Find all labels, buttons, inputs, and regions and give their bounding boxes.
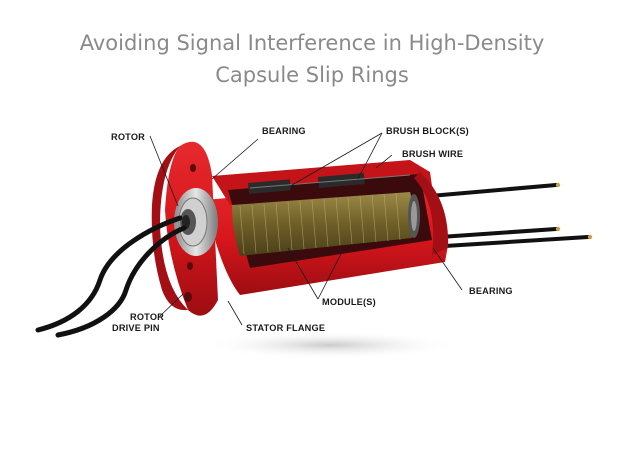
rotor-hub xyxy=(174,188,218,256)
diagram-title-line-2: Capsule Slip Rings xyxy=(215,63,409,87)
label-brush-wire: BRUSH WIRE xyxy=(402,149,463,159)
label-rotor: ROTOR xyxy=(111,132,145,142)
label-rotor-drive-pin-line1: ROTOR xyxy=(130,312,164,322)
label-stator-flange: STATOR FLANGE xyxy=(246,323,325,333)
label-bearing-top: BEARING xyxy=(262,126,306,136)
diagram-title-line-1: Avoiding Signal Interference in High-Den… xyxy=(79,31,545,55)
output-wires xyxy=(428,182,593,248)
leader-lines xyxy=(149,132,463,326)
label-modules: MODULE(S) xyxy=(322,297,376,307)
label-rotor-drive-pin-line2: DRIVE PIN xyxy=(112,323,160,333)
floor-shadow xyxy=(200,331,460,359)
label-brush-blocks: BRUSH BLOCK(S) xyxy=(386,126,469,136)
rotor-lead-wires xyxy=(35,215,187,338)
brush-blocks xyxy=(248,172,411,194)
label-bearing-right: BEARING xyxy=(469,286,513,296)
modules-coil xyxy=(232,192,420,256)
